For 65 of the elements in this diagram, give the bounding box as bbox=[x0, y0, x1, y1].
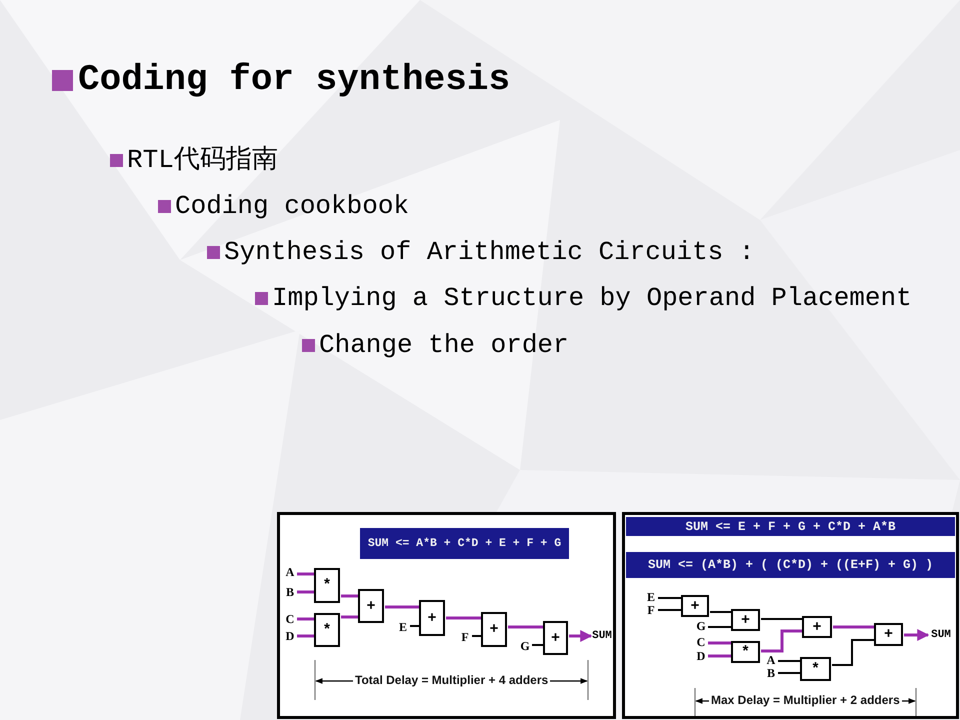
wire bbox=[832, 639, 874, 666]
arrow bbox=[904, 629, 930, 641]
operator-box: + bbox=[731, 609, 760, 631]
wire bbox=[708, 654, 731, 658]
wire bbox=[658, 597, 681, 599]
wire bbox=[446, 616, 481, 620]
slide-title: Coding for synthesis bbox=[78, 58, 510, 102]
wire bbox=[778, 672, 800, 674]
signal-label: A bbox=[285, 565, 295, 579]
wire bbox=[710, 611, 731, 613]
signal-label: A bbox=[766, 654, 776, 667]
signal-label: D bbox=[696, 650, 706, 663]
wire bbox=[410, 625, 419, 627]
wire bbox=[761, 618, 802, 620]
equation-banner: SUM <= A*B + C*D + E + F + G bbox=[360, 528, 569, 559]
dimension-label: Total Delay = Multiplier + 4 adders bbox=[353, 673, 550, 687]
wire bbox=[341, 594, 358, 598]
wire bbox=[385, 606, 419, 608]
signal-label: E bbox=[646, 591, 656, 604]
operator-box: * bbox=[800, 657, 831, 681]
operator-box: * bbox=[314, 613, 340, 647]
operator-box: + bbox=[481, 612, 507, 647]
bullet-text: Implying a Structure by Operand Placement bbox=[272, 282, 912, 314]
wire bbox=[658, 609, 681, 611]
operator-box: + bbox=[874, 623, 903, 646]
signal-label: D bbox=[285, 629, 295, 643]
operator-box: + bbox=[358, 589, 384, 623]
output-label: SUM bbox=[591, 629, 613, 643]
wire bbox=[297, 618, 314, 620]
operator-box: + bbox=[681, 595, 709, 617]
wire bbox=[532, 644, 543, 646]
operator-box: * bbox=[731, 641, 760, 663]
output-label: SUM bbox=[928, 628, 954, 642]
equation-banner: SUM <= (A*B) + ( (C*D) + ((E+F) + G) ) bbox=[626, 552, 955, 578]
signal-label: F bbox=[646, 604, 656, 617]
wire bbox=[833, 626, 874, 628]
bullet-text: RTL代码指南 bbox=[127, 144, 278, 176]
signal-label: B bbox=[285, 585, 295, 599]
dimension-label: Max Delay = Multiplier + 2 adders bbox=[709, 693, 902, 707]
operator-box: + bbox=[543, 621, 568, 655]
bullet-text: Coding cookbook bbox=[175, 190, 410, 222]
equation-banner: SUM <= E + F + G + C*D + A*B bbox=[626, 517, 955, 536]
wire bbox=[778, 660, 800, 662]
signal-label: C bbox=[285, 612, 295, 626]
signal-label: F bbox=[460, 630, 470, 644]
wire bbox=[297, 634, 314, 638]
bullet-text: Synthesis of Arithmetic Circuits : bbox=[224, 236, 754, 268]
signal-label: C bbox=[696, 636, 706, 649]
wire bbox=[472, 635, 481, 637]
bullet-text: Change the order bbox=[319, 329, 569, 361]
signal-label: B bbox=[766, 667, 776, 680]
operator-box: * bbox=[314, 568, 340, 603]
operator-box: + bbox=[419, 600, 445, 636]
arrow bbox=[569, 630, 592, 642]
wire bbox=[297, 572, 314, 576]
signal-label: E bbox=[398, 620, 408, 634]
wire bbox=[508, 626, 543, 628]
wire bbox=[341, 616, 358, 618]
wire bbox=[761, 630, 802, 652]
wire bbox=[708, 642, 731, 644]
wire bbox=[708, 626, 731, 628]
wire bbox=[297, 590, 314, 594]
signal-label: G bbox=[696, 620, 706, 633]
signal-label: G bbox=[520, 639, 530, 653]
operator-box: + bbox=[802, 616, 832, 638]
